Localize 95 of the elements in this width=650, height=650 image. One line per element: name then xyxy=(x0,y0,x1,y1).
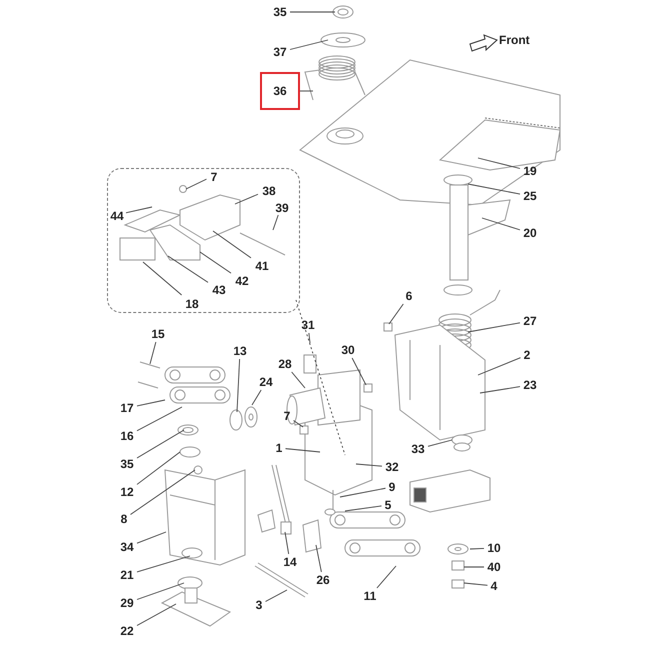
detail-link-line xyxy=(296,300,346,456)
leader-line xyxy=(136,604,176,626)
leader-line xyxy=(150,342,156,364)
callout-number: 25 xyxy=(523,189,537,203)
callout-number: 31 xyxy=(301,318,315,332)
leader-line xyxy=(344,505,382,512)
callout-number: 36 xyxy=(273,84,287,98)
callout-number: 42 xyxy=(235,274,249,288)
leader-line xyxy=(272,214,279,230)
callout-number: 41 xyxy=(255,259,269,273)
leader-line xyxy=(136,400,166,406)
callout-number: 13 xyxy=(233,344,247,358)
callout-number: 34 xyxy=(120,540,134,554)
leader-line xyxy=(428,440,452,447)
leader-line xyxy=(308,332,310,344)
callout-number: 26 xyxy=(316,573,330,587)
leader-line xyxy=(468,322,520,332)
callout-number: 29 xyxy=(120,596,134,610)
leader-line xyxy=(293,420,304,428)
leader-line xyxy=(478,158,520,169)
leader-line xyxy=(142,262,182,296)
leader-line xyxy=(136,532,166,544)
callout-number: 40 xyxy=(487,560,501,574)
direction-label: Front xyxy=(499,33,530,47)
callout-number: 7 xyxy=(210,170,218,184)
callout-number: 19 xyxy=(523,164,537,178)
leader-line xyxy=(136,452,180,485)
leader-line xyxy=(126,206,152,214)
highlight-frame xyxy=(260,72,300,110)
callout-number: 15 xyxy=(151,327,165,341)
leader-line xyxy=(340,488,386,498)
leader-line xyxy=(291,372,306,388)
leader-line xyxy=(464,566,484,568)
callout-number: 17 xyxy=(120,401,134,415)
callout-number: 22 xyxy=(120,624,134,638)
leader-line xyxy=(234,194,258,204)
callout-number: 20 xyxy=(523,226,537,240)
callout-number: 37 xyxy=(273,45,287,59)
leader-line xyxy=(130,470,196,515)
callout-number: 6 xyxy=(406,289,412,303)
leader-line xyxy=(470,548,484,550)
leader-line xyxy=(468,184,520,195)
callout-number: 10 xyxy=(487,541,501,555)
leader-line xyxy=(200,252,232,274)
leader-line xyxy=(478,357,521,376)
callout-number: 3 xyxy=(256,598,262,612)
callout-number: 23 xyxy=(523,378,537,392)
leader-line xyxy=(290,40,328,50)
leader-line xyxy=(300,90,314,92)
callout-number: 14 xyxy=(283,555,297,569)
leader-line xyxy=(236,358,240,412)
leader-line xyxy=(464,582,488,586)
leader-line xyxy=(482,218,520,230)
callout-number: 11 xyxy=(364,589,376,603)
inset-frame xyxy=(107,168,300,313)
callout-number: 43 xyxy=(212,283,226,297)
callout-number: 30 xyxy=(341,343,355,357)
callout-number: 24 xyxy=(259,375,273,389)
callout-number: 16 xyxy=(120,429,134,443)
callout-number: 35 xyxy=(273,5,287,19)
callout-number: 35 xyxy=(120,457,134,471)
leader-line xyxy=(168,256,208,283)
callout-number: 18 xyxy=(185,297,199,311)
leader-line xyxy=(480,386,520,394)
callout-number: 27 xyxy=(523,314,537,328)
leader-line xyxy=(136,556,190,572)
leader-line xyxy=(252,390,262,406)
callout-number: 21 xyxy=(120,568,134,582)
callout-number: 33 xyxy=(411,442,425,456)
leader-line xyxy=(316,544,322,572)
callout-number: 5 xyxy=(384,498,392,512)
callout-number: 1 xyxy=(276,441,282,455)
callout-number: 8 xyxy=(120,512,128,526)
leader-line xyxy=(186,178,207,190)
leader-line xyxy=(136,582,184,600)
callout-number: 4 xyxy=(490,579,498,593)
leader-line xyxy=(388,304,404,324)
leader-line xyxy=(136,406,182,432)
callout-number: 9 xyxy=(388,480,396,494)
callout-number: 2 xyxy=(524,348,530,362)
leader-line xyxy=(284,532,290,554)
leader-line xyxy=(285,448,320,452)
callout-number: 44 xyxy=(110,209,124,223)
leader-line xyxy=(265,590,288,602)
leader-line xyxy=(352,358,366,386)
leader-line xyxy=(212,230,252,258)
leader-line xyxy=(376,566,396,588)
callout-number: 7 xyxy=(284,409,290,423)
callout-number: 12 xyxy=(120,485,134,499)
callout-number: 38 xyxy=(262,184,276,198)
leader-line xyxy=(356,464,382,467)
leader-line xyxy=(136,430,184,458)
callout-number: 32 xyxy=(385,460,399,474)
callout-number: 39 xyxy=(275,201,289,215)
callout-number: 28 xyxy=(278,357,292,371)
